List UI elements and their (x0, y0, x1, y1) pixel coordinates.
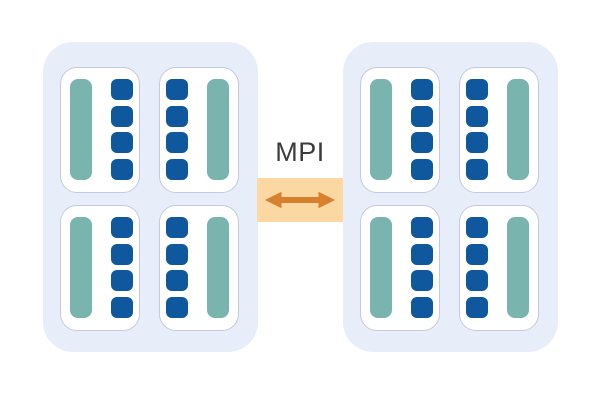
core-square (166, 158, 188, 180)
mpi-band (257, 178, 343, 222)
core-square (166, 79, 188, 100)
core-square (111, 296, 133, 318)
core-column (466, 79, 488, 180)
core-square (411, 296, 433, 318)
core-square (166, 243, 188, 265)
core-square (466, 296, 488, 318)
memory-bar (70, 217, 92, 318)
compute-node-right (343, 42, 558, 352)
memory-bar (370, 217, 392, 318)
core-column (166, 217, 188, 318)
core-square (111, 132, 133, 154)
core-column (411, 79, 433, 180)
core-square (411, 105, 433, 127)
core-column (411, 217, 433, 318)
core-square (466, 270, 488, 292)
core-square (411, 270, 433, 292)
cpu-socket (159, 205, 239, 331)
core-square (466, 158, 488, 180)
core-square (166, 270, 188, 292)
core-square (166, 217, 188, 238)
double-arrow-icon (264, 191, 336, 209)
cpu-socket (159, 67, 239, 193)
memory-bar (207, 79, 229, 180)
core-square (166, 105, 188, 127)
core-square (166, 132, 188, 154)
core-square (411, 158, 433, 180)
core-square (466, 132, 488, 154)
core-square (411, 79, 433, 100)
compute-node-left (43, 42, 258, 352)
core-column (111, 217, 133, 318)
memory-bar (507, 217, 529, 318)
memory-bar (370, 79, 392, 180)
memory-bar (207, 217, 229, 318)
core-square (111, 243, 133, 265)
core-square (466, 243, 488, 265)
core-column (466, 217, 488, 318)
cpu-socket (360, 205, 440, 331)
cpu-socket (459, 67, 539, 193)
core-square (111, 105, 133, 127)
cpu-socket (60, 67, 140, 193)
core-square (411, 243, 433, 265)
memory-bar (70, 79, 92, 180)
core-column (166, 79, 188, 180)
core-square (111, 79, 133, 100)
core-square (466, 217, 488, 238)
core-square (466, 105, 488, 127)
cpu-socket (459, 205, 539, 331)
core-square (411, 132, 433, 154)
core-square (411, 217, 433, 238)
cpu-socket (360, 67, 440, 193)
core-square (111, 270, 133, 292)
core-square (111, 158, 133, 180)
core-column (111, 79, 133, 180)
core-square (466, 79, 488, 100)
mpi-label: MPI (275, 137, 325, 167)
cpu-socket (60, 205, 140, 331)
memory-bar (507, 79, 529, 180)
core-square (166, 296, 188, 318)
core-square (111, 217, 133, 238)
double-arrow-shape (264, 191, 336, 209)
